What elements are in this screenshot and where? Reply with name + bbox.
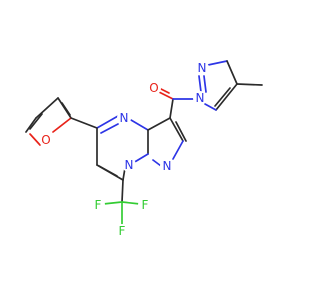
bond — [52, 117, 72, 133]
bond — [29, 113, 43, 130]
methylpyrazole-ring — [198, 60, 263, 111]
bond — [147, 117, 171, 131]
bond — [102, 201, 123, 205]
bond — [175, 121, 187, 142]
bond — [98, 165, 118, 177]
bond — [35, 97, 59, 119]
bond — [204, 103, 217, 111]
atom-oxygen-furan: O — [41, 133, 50, 147]
bond — [226, 60, 238, 85]
pyrimidine-ring — [96, 115, 149, 181]
molecule-stage: O O N N N N N F F F — [25, 60, 263, 238]
atom-nitrogen-bridgehead: N — [125, 158, 134, 172]
bond — [169, 117, 184, 142]
bond — [236, 83, 263, 86]
bond — [121, 179, 124, 203]
bond — [198, 75, 202, 93]
bond — [152, 159, 162, 167]
bond — [169, 98, 174, 119]
bond — [25, 117, 37, 133]
bond — [132, 153, 149, 164]
bond — [215, 83, 238, 111]
molecule-structure-diagram: O O N N N N N F F F — [25, 60, 263, 238]
atom-fluorine-left: F — [95, 198, 102, 212]
atom-fluorine-bottom: F — [119, 224, 126, 238]
bond — [158, 91, 174, 100]
atom-labels: O O N N N N N F F F — [39, 61, 209, 238]
bond — [207, 60, 228, 66]
bond — [100, 123, 119, 134]
trifluoromethyl-group — [102, 179, 141, 226]
bond — [203, 75, 207, 93]
furan-ring — [25, 97, 72, 146]
bond — [214, 87, 231, 107]
atom-nitrogen-pyrazole-core: N — [163, 159, 172, 173]
bond — [70, 117, 98, 129]
atom-nitrogen-pyrazole-attach: N — [196, 91, 205, 105]
bond — [29, 133, 41, 146]
bond — [121, 201, 141, 205]
bond — [96, 115, 119, 129]
atom-oxygen-carbonyl: O — [149, 81, 158, 95]
bond — [61, 102, 71, 116]
atom-fluorine-right: F — [142, 198, 149, 212]
bond — [130, 119, 149, 131]
atom-nitrogen-pyrazole-top: N — [198, 61, 207, 75]
bond — [172, 140, 184, 160]
atom-nitrogen-pyrimidine: N — [120, 111, 129, 125]
fused-pyrazole-ring — [147, 117, 187, 167]
